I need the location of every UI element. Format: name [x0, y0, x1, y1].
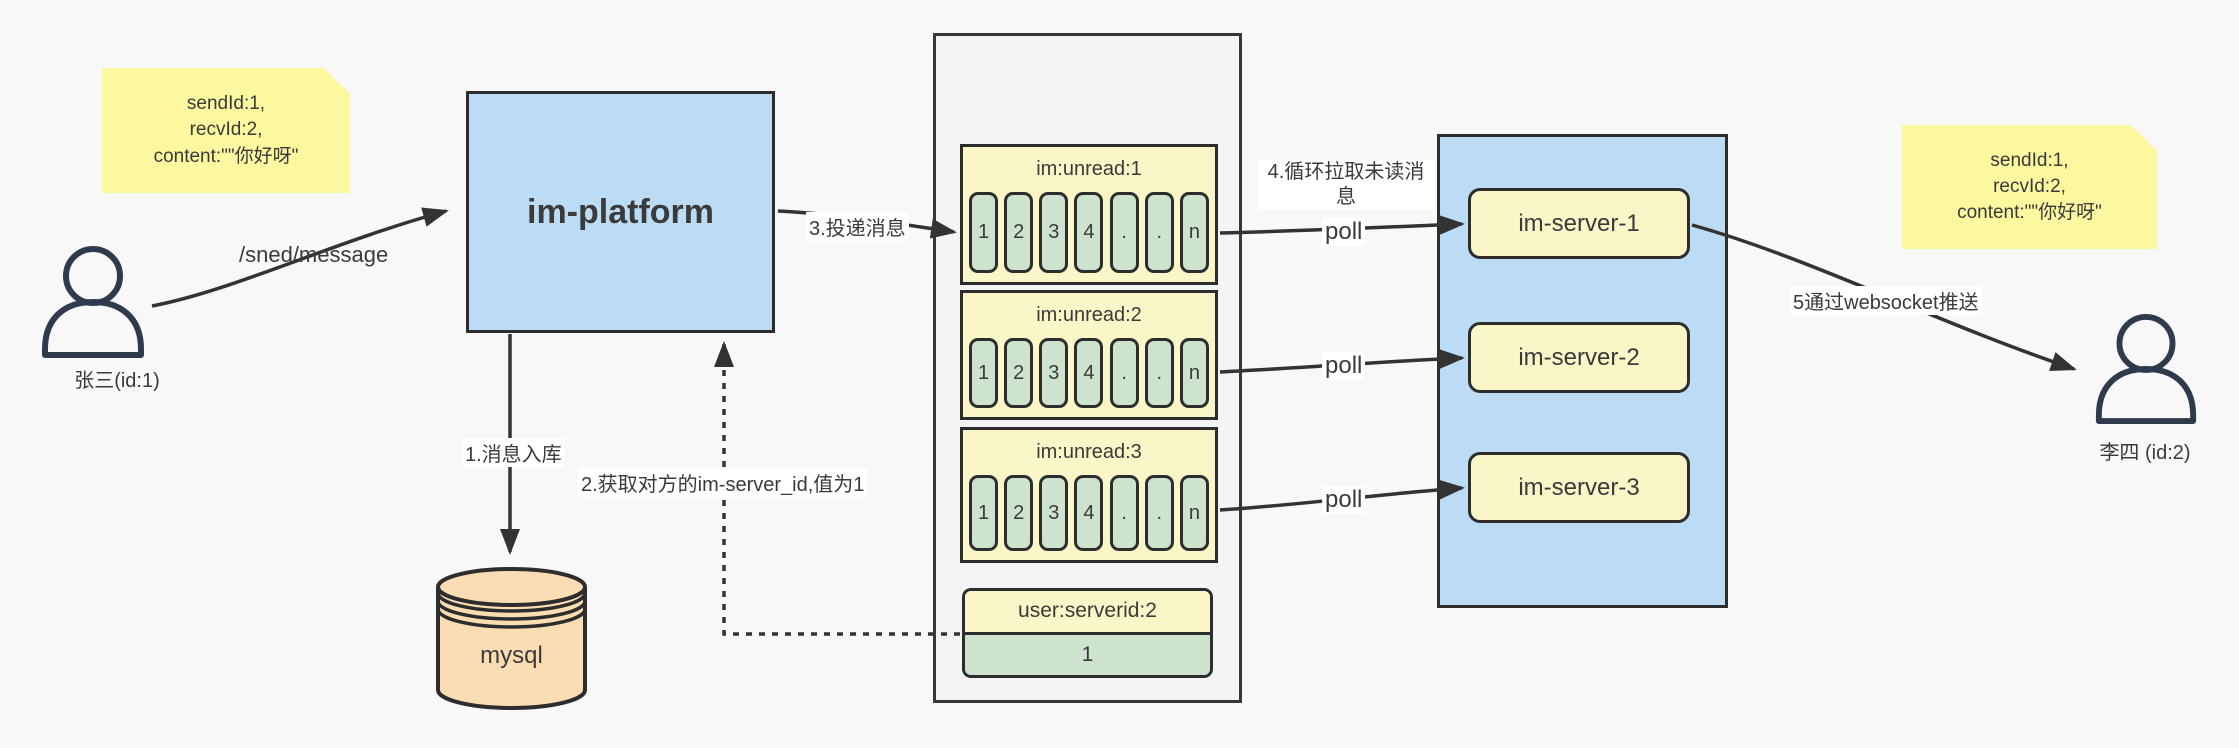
queue-cell: 3 [1039, 475, 1069, 551]
node-im-server-1: im-server-1 [1468, 188, 1690, 259]
queue-header: im:unread:2 [1036, 304, 1142, 326]
im-platform-title: im-platform [527, 192, 714, 231]
im-server-label: im-server-2 [1518, 343, 1640, 371]
sticky-note-message-payload-left: sendId:1, recvId:2, content:""你好呀" [102, 68, 350, 193]
im-server-label: im-server-1 [1518, 209, 1640, 237]
queue-header: im:unread:3 [1036, 441, 1142, 463]
queue-header: im:unread:1 [1036, 158, 1142, 180]
queue-cell: 4 [1074, 475, 1104, 551]
queue-cell: 4 [1074, 192, 1104, 273]
note-line: sendId:1, [186, 93, 266, 115]
queue-cell: 1 [969, 192, 998, 273]
note-line: content:""你好呀" [1957, 202, 2102, 224]
queue-cell: n [1179, 192, 1209, 273]
queue-cell: . [1144, 338, 1174, 408]
kv-value: 1 [965, 634, 1210, 675]
note-line: content:""你好呀" [153, 145, 299, 167]
queue-im-unread-2: im:unread:2 1 2 3 4 . . n [960, 290, 1218, 420]
node-im-platform: im-platform [466, 91, 775, 333]
note-fold-icon [324, 68, 350, 94]
queue-cells: 1 2 3 4 . . n [963, 475, 1215, 551]
queue-cell: n [1179, 338, 1209, 408]
edge-label-push: 5通过websocket推送 [1790, 286, 1982, 315]
queue-cell: 4 [1074, 338, 1104, 408]
note-fold-icon [2131, 125, 2157, 151]
edge-label-poll-1: poll [1322, 218, 1366, 246]
queue-im-unread-1: im:unread:1 1 2 3 4 . . n [960, 144, 1218, 285]
queue-cell: 2 [1004, 475, 1034, 551]
note-line: recvId:2, [1993, 175, 2066, 197]
note-line: sendId:1, [1990, 149, 2069, 171]
queue-cell: 3 [1039, 338, 1069, 408]
edge-label-poll-3: poll [1322, 486, 1366, 514]
note-line: recvId:2, [189, 119, 263, 141]
mysql-label: mysql [480, 642, 543, 669]
sticky-note-message-payload-right: sendId:1, recvId:2, content:""你好呀" [1902, 125, 2157, 249]
queue-cell: 2 [1004, 192, 1034, 273]
im-server-label: im-server-3 [1518, 473, 1640, 501]
kv-user-serverid: user:serverid:2 1 [962, 588, 1213, 678]
queue-cells: 1 2 3 4 . . n [963, 338, 1215, 408]
node-im-server-2: im-server-2 [1468, 322, 1690, 393]
queue-cells: 1 2 3 4 . . n [963, 192, 1215, 273]
kv-header: user:serverid:2 [965, 591, 1210, 635]
actor-sender-label: 张三(id:1) [74, 370, 160, 392]
queue-cell: 2 [1004, 338, 1034, 408]
edge-label-send: /sned/message [239, 242, 389, 267]
queue-cell: . [1109, 338, 1139, 408]
queue-cell: . [1109, 192, 1139, 273]
queue-cell: 3 [1039, 192, 1069, 273]
mysql-database-icon [436, 567, 587, 710]
actor-receiver-label: 李四 (id:2) [2099, 442, 2191, 464]
queue-cell: 1 [969, 475, 998, 551]
queue-cell: 1 [969, 338, 998, 408]
queue-cell: n [1179, 475, 1209, 551]
queue-cell: . [1144, 192, 1174, 273]
node-im-server-3: im-server-3 [1468, 452, 1690, 523]
queue-cell: . [1109, 475, 1139, 551]
person-sender-icon [42, 246, 144, 358]
edge-label-get-serverid: 2.获取对方的im-server_id,值为1 [578, 468, 868, 497]
edge-label-pull: 4.循环拉取未读消息 [1258, 160, 1434, 210]
queue-cell: . [1144, 475, 1174, 551]
person-receiver-icon [2095, 314, 2197, 424]
queue-im-unread-3: im:unread:3 1 2 3 4 . . n [960, 427, 1218, 563]
edge-label-poll-2: poll [1322, 352, 1366, 380]
edge-label-deliver: 3.投递消息 [806, 212, 909, 241]
edge-label-store: 1.消息入库 [462, 438, 565, 467]
